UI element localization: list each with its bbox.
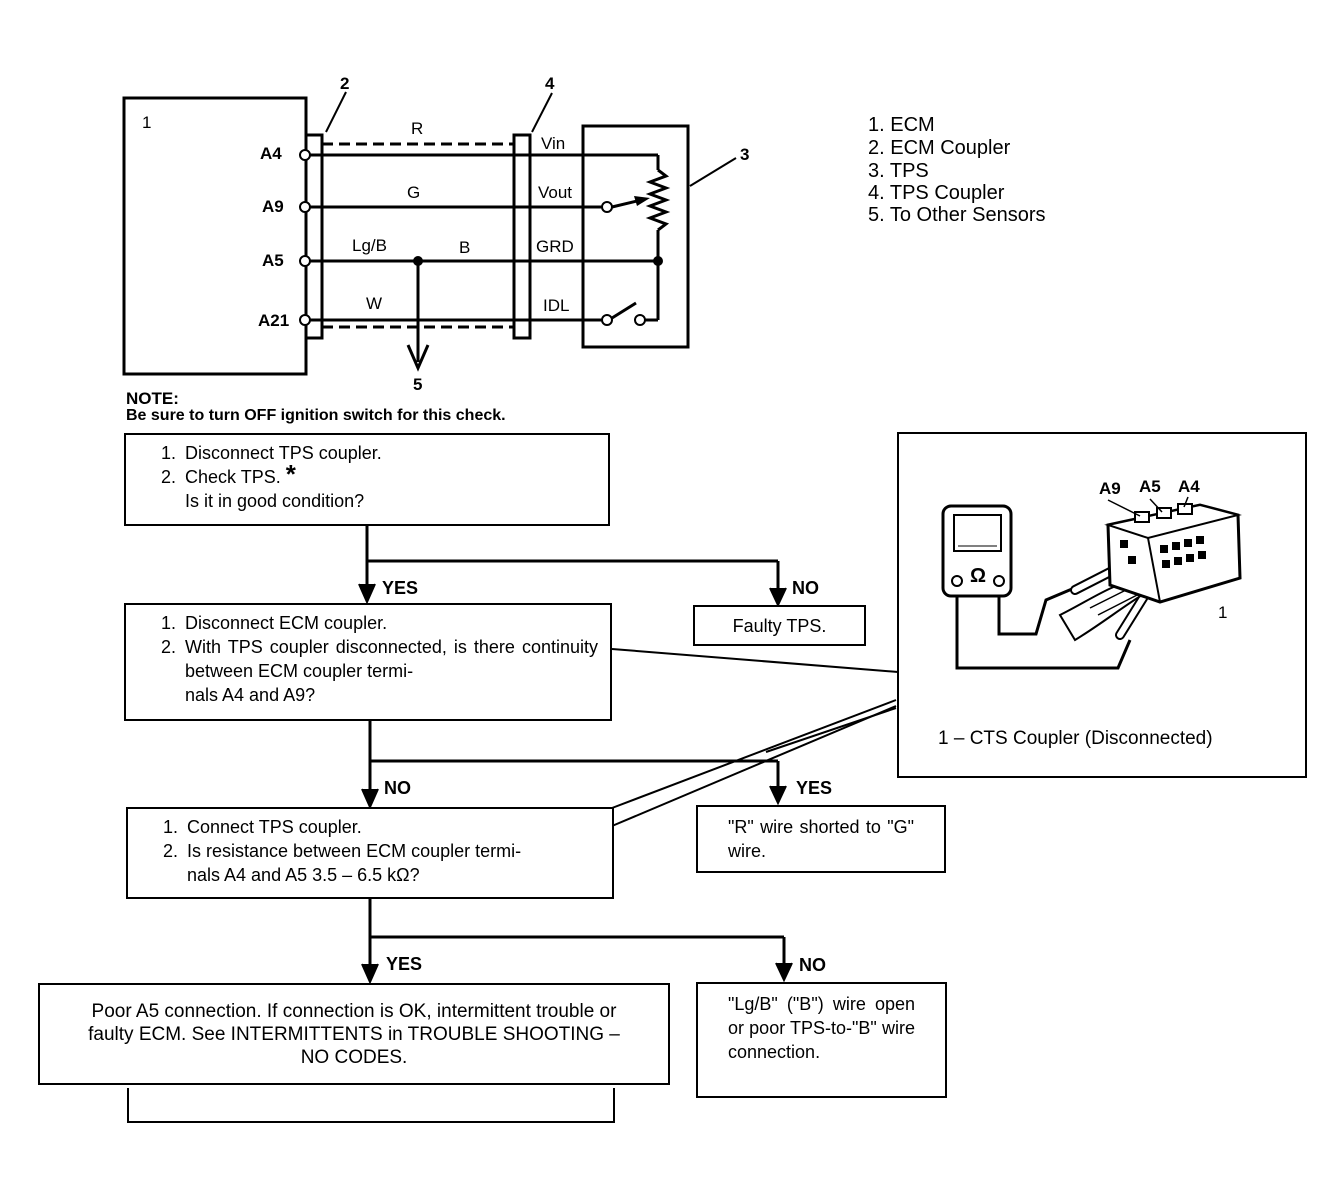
wire-label-r: R [411,119,423,138]
other-sensors-number: 5 [413,375,422,394]
wire-label-g: G [407,183,420,202]
legend-item: 3. TPS [868,160,929,182]
legend-item: 1. ECM [868,114,935,136]
step-number: 1. [161,443,177,463]
answer-yes-label: YES [382,578,419,598]
step-text: Disconnect TPS coupler. [185,443,382,463]
tps-coupler-bar [512,133,532,340]
step-text: Is it in good condition? [185,491,365,511]
step-number: 1. [163,817,179,837]
inset-pin-a5: A5 [1139,477,1161,496]
step-1-box: 1. Disconnect TPS coupler. 2. Check TPS. *… [124,433,610,526]
inset-pin-a9: A9 [1099,479,1121,498]
step-text: With TPS coupler disconnected, is there … [185,637,598,681]
answer-yes-label: YES [386,954,423,974]
step-number: 1. [161,613,177,633]
tps-number: 3 [740,145,749,164]
result-faulty-tps: Faulty TPS. [693,605,866,646]
result-r-shorted: "R" wire shorted to "G" wire. [696,805,946,873]
inset-pin-a4: A4 [1178,477,1200,496]
pin-vin: Vin [541,134,565,153]
note-title: NOTE: [126,389,179,408]
continuation-bracket [127,1088,615,1123]
step-text: Disconnect ECM coupler. [185,613,388,633]
answer-no-label: NO [799,955,826,975]
terminal-a4: A4 [260,144,282,163]
answer-no-label: NO [792,578,819,598]
legend-item: 4. TPS Coupler [868,182,1005,204]
idle-switch [601,314,613,326]
inset-callout-number: 1 [1218,603,1227,622]
step-text: Is resistance between ECM coupler termi- [187,841,522,861]
wire-label-w: W [366,294,382,313]
ecm-box [122,96,308,376]
asterisk-mark: * [285,459,296,489]
terminal-a21: A21 [258,311,289,330]
tps-coupler-number: 4 [545,74,555,93]
step-text: Connect TPS coupler. [187,817,362,837]
terminal-a5: A5 [262,251,284,270]
step-number: 2. [161,637,177,657]
tps-box [581,124,690,349]
step-number: 2. [163,841,179,861]
answer-no-label: NO [384,778,411,798]
step-3-box: 1. Connect TPS coupler. 2. Is resistance b… [126,807,614,899]
result-lgb-open: "Lg/B" ("B") wire open or poor TPS-to-"B… [696,982,947,1098]
pin-idl: IDL [543,296,569,315]
legend-item: 5. To Other Sensors [868,204,1046,226]
other-sensors-arrow [406,344,430,372]
inset-caption: 1 – CTS Coupler (Disconnected) [938,728,1213,749]
ecm-coupler-number: 2 [340,74,349,93]
result-final: Poor A5 connection. If connection is OK,… [38,983,670,1085]
ecm-coupler-bar [304,133,324,340]
legend-item: 2. ECM Coupler [868,137,1011,159]
wire-label-b: B [459,238,470,257]
ohm-symbol: Ω [970,565,986,587]
step-text: nals A4 and A9? [185,685,316,705]
meter-lead-red [997,576,1099,636]
step-text: nals A4 and A5 3.5 – 6.5 kΩ? [187,865,420,885]
step-text: Check TPS. [185,467,281,487]
ecm-number: 1 [142,113,151,132]
meter-lead-black [955,596,1132,670]
potentiometer-resistor [645,168,671,232]
step-number: 2. [161,467,177,487]
terminal-a9: A9 [262,197,284,216]
answer-yes-label: YES [796,778,833,798]
pin-vout: Vout [538,183,572,202]
step-2-box: 1. Disconnect ECM coupler. 2. With TPS cou… [124,603,612,721]
pin-grd: GRD [536,237,574,256]
note-text: Be sure to turn OFF ignition switch for … [126,407,506,424]
wire-label-lgb: Lg/B [352,236,387,255]
